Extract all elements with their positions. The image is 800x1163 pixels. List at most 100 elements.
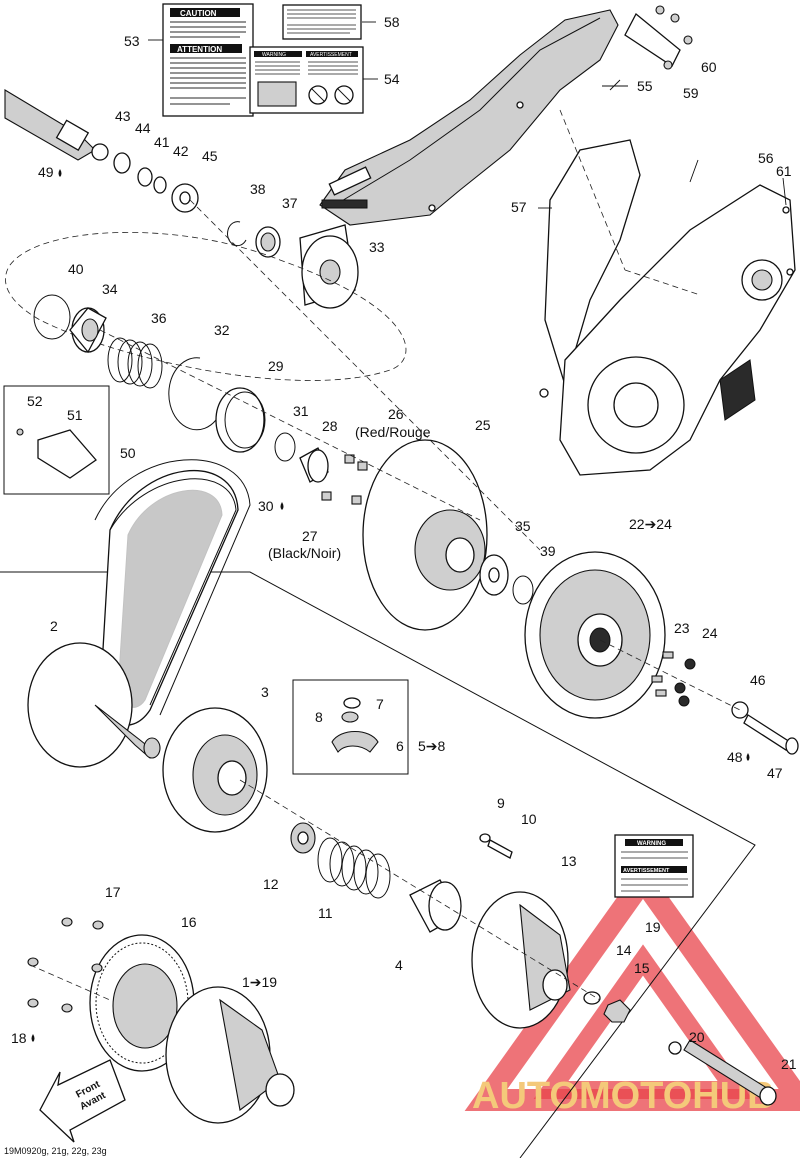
cam-4 <box>409 879 462 933</box>
attention-title: ATTENTION <box>177 45 222 54</box>
cover-fastener <box>539 388 549 398</box>
callout-52: 52 <box>27 393 43 409</box>
callout-11: 11 <box>318 905 333 921</box>
figure-reference: 19M0920g, 21g, 22g, 23g <box>4 1146 107 1156</box>
belt-guard <box>319 9 619 226</box>
callout-22-24: 22➔24 <box>629 516 672 532</box>
callout-16: 16 <box>181 914 197 930</box>
callout-44: 44 <box>135 120 151 136</box>
callout-4: 4 <box>395 957 403 973</box>
weights-26-27 <box>321 454 368 505</box>
front-arrow: Front Avant <box>39 1059 126 1143</box>
driven-pulley-assembly-1 <box>165 986 295 1124</box>
belt-path-outline <box>5 232 407 381</box>
callout-45: 45 <box>202 148 218 164</box>
pulley-warning-title: WARNING <box>637 841 666 847</box>
callout-50: 50 <box>120 445 136 461</box>
lubricant-drop-icons <box>31 169 750 1042</box>
screws-17-18 <box>27 917 104 1013</box>
callout-12: 12 <box>263 876 279 892</box>
caution-title: CAUTION <box>180 9 217 18</box>
washers-35-39 <box>479 554 534 605</box>
callout-34: 34 <box>102 281 118 297</box>
oil-drop-icon <box>746 753 750 761</box>
callout-24: 24 <box>702 625 718 641</box>
callout-14: 14 <box>616 942 632 958</box>
callout-29: 29 <box>268 358 284 374</box>
caption-red-rouge: (Red/Rouge <box>355 424 431 440</box>
o-ring-31 <box>274 432 296 462</box>
callout-9: 9 <box>497 795 505 811</box>
slider-kit-box-5-8 <box>292 679 409 775</box>
oil-drop-icon <box>31 1034 35 1042</box>
callout-46: 46 <box>750 672 766 688</box>
shaft-21-washer-20 <box>668 1039 777 1106</box>
warning-title: WARNING <box>262 52 286 58</box>
callout-42: 42 <box>173 143 189 159</box>
washer-12 <box>290 822 316 854</box>
callout-31: 31 <box>293 403 309 419</box>
fixed-sheave-25 <box>362 439 488 631</box>
callout-15: 15 <box>634 960 650 976</box>
bushing-28 <box>299 447 329 483</box>
callout-8: 8 <box>315 709 323 725</box>
small-washers-41-45 <box>91 143 199 213</box>
callout-3: 3 <box>261 684 269 700</box>
callout-60: 60 <box>701 59 717 75</box>
callout-53: 53 <box>124 33 140 49</box>
callout-55: 55 <box>637 78 653 94</box>
callout-27: 27 <box>302 528 318 544</box>
drive-belt-50 <box>94 459 251 726</box>
callout-32: 32 <box>214 322 230 338</box>
callout-51: 51 <box>67 407 83 423</box>
movable-sheave-3 <box>162 707 268 833</box>
clip-kit-box <box>3 385 110 495</box>
callout-33: 33 <box>369 239 385 255</box>
callout-54: 54 <box>384 71 400 87</box>
callout-49: 49 <box>38 164 54 180</box>
callout-1-19: 1➔19 <box>242 974 277 990</box>
callout-20: 20 <box>689 1029 705 1045</box>
callout-17: 17 <box>105 884 121 900</box>
oil-drop-icon <box>58 169 62 177</box>
caption-black-noir: (Black/Noir) <box>268 545 341 561</box>
callout-30: 30 <box>258 498 274 514</box>
callout-47: 47 <box>767 765 783 781</box>
screw-9-10 <box>479 833 513 859</box>
watermark-brand: AUTOMOTOHUB <box>472 1075 775 1117</box>
warning-label-54: WARNING AVERTISSEMENT <box>249 46 364 114</box>
pulley-avert-title: AVERTISSEMENT <box>623 868 670 874</box>
movable-sheave-22 <box>524 551 666 719</box>
warning-label-58 <box>282 4 362 40</box>
pulley-cover-56 <box>559 184 796 476</box>
rollers-23-24 <box>651 651 696 707</box>
avertissement-title: AVERTISSEMENT <box>310 52 352 58</box>
callout-25: 25 <box>475 417 491 433</box>
fixed-sheave-2 <box>27 642 161 768</box>
bolt-47-washer-46 <box>731 701 799 755</box>
callout-56: 56 <box>758 150 774 166</box>
callout-35: 35 <box>515 518 531 534</box>
callout-59: 59 <box>683 85 699 101</box>
cover-panel-57 <box>544 139 641 388</box>
callout-10: 10 <box>521 811 537 827</box>
callout-23: 23 <box>674 620 690 636</box>
callout-5-8: 5➔8 <box>418 738 446 754</box>
pulley-warning-decal-19: WARNING AVERTISSEMENT <box>614 834 694 898</box>
shaft-49 <box>4 89 96 161</box>
callout-41: 41 <box>154 134 170 150</box>
callout-37: 37 <box>282 195 298 211</box>
callout-61: 61 <box>776 163 792 179</box>
sheave-13 <box>471 891 571 1029</box>
sleeve-29 <box>215 387 266 453</box>
callout-13: 13 <box>561 853 577 869</box>
callout-2: 2 <box>50 618 58 634</box>
caution-label-53: CAUTION ATTENTION <box>162 3 254 117</box>
snap-ring-32 <box>168 357 217 431</box>
callout-40: 40 <box>68 261 84 277</box>
callout-28: 28 <box>322 418 338 434</box>
spring-11 <box>317 837 391 899</box>
callout-36: 36 <box>151 310 167 326</box>
